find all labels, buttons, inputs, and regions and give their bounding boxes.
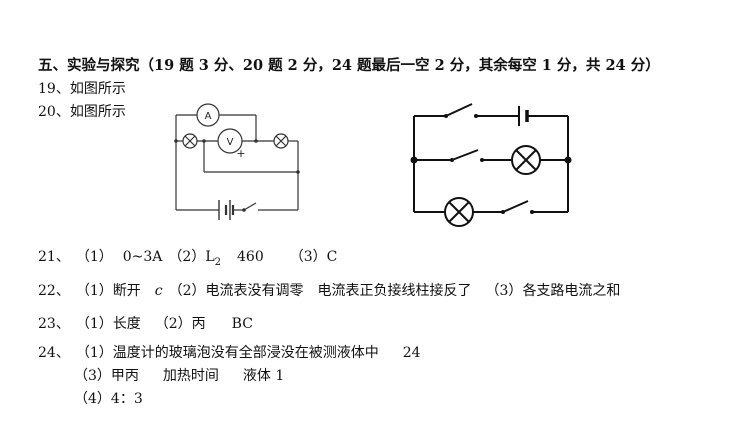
q23-answer1: 长度 (112, 316, 141, 332)
q23-part2-label: （2） (154, 316, 192, 332)
voltmeter-label: V (227, 137, 234, 148)
q21-answer1: 0~3A (122, 249, 163, 265)
q22-answer1b: c (154, 283, 163, 299)
q21-line: 21、 （1） 0~3A （2）L2 460 （3）C (38, 248, 337, 272)
q21-part1-label: （1） (75, 249, 113, 265)
lamp-l1-icon (182, 133, 198, 149)
q23-line: 23、 （1）长度 （2）丙 BC (38, 315, 253, 333)
q21-part2-label: （2） (168, 249, 206, 265)
q19-number: 19、 (38, 81, 70, 97)
ammeter-label: A (205, 111, 212, 122)
q24-part3-label: （3） (74, 368, 111, 384)
q24-answer1: 温度计的玻璃泡没有全部浸没在被测液体中 (112, 345, 379, 361)
q24-answer4: 4：3 (110, 391, 143, 407)
q19-text: 如图所示 (69, 81, 126, 97)
q20-line: 20、如图所示 (38, 103, 126, 121)
q19-line: 19、如图所示 (38, 80, 126, 98)
lamp-middle-icon (511, 145, 541, 175)
q21-answer3: C (326, 249, 338, 265)
q23-part1-label: （1） (75, 316, 113, 332)
q22-answer1: 断开 (112, 283, 141, 299)
q21-answer2-value: 460 (237, 249, 264, 265)
q20-number: 20、 (38, 104, 70, 120)
q24-answer3c: 液体 1 (242, 368, 285, 384)
q23-number: 23、 (38, 316, 70, 332)
ammeter-icon (196, 103, 220, 127)
q22-part2-label: （2） (168, 283, 206, 299)
q24-part1-label: （1） (75, 345, 113, 361)
q23-answer2b: BC (231, 316, 253, 332)
q21-answer2: L2 (205, 249, 221, 268)
q24-answer3b: 加热时间 (162, 368, 219, 384)
q24-number: 24、 (38, 345, 70, 361)
q24-line3: （4）4：3 (74, 390, 143, 408)
lamp-bottom-icon (444, 197, 474, 227)
plus-label: + (236, 147, 245, 160)
q22-answer3: 各支路电流之和 (522, 283, 621, 299)
lamp-l2-icon (273, 133, 289, 149)
voltmeter-icon (217, 128, 243, 154)
q22-part1-label: （1） (75, 283, 113, 299)
q22-answer2b: 电流表正负接线柱接反了 (317, 283, 472, 299)
q22-part3-label: （3） (485, 283, 523, 299)
q20-text: 如图所示 (69, 104, 126, 120)
q24-line1: 24、 （1）温度计的玻璃泡没有全部浸没在被测液体中 24 (38, 344, 421, 362)
q21-part3-label: （3） (289, 249, 327, 265)
q21-number: 21、 (38, 249, 70, 265)
section-heading: 五、实验与探究（19 题 3 分、20 题 2 分，24 题最后一空 2 分，其… (38, 57, 660, 74)
q22-answer2: 电流表没有调零 (205, 283, 304, 299)
q24-part4-label: （4） (74, 391, 111, 407)
q22-line: 22、 （1）断开 c （2）电流表没有调零电流表正负接线柱接反了 （3）各支路电流之和 (38, 282, 620, 300)
q24-answer3: 甲丙 (110, 368, 139, 384)
q22-number: 22、 (38, 283, 70, 299)
q24-line2: （3）甲丙 加热时间 液体 1 (74, 367, 284, 385)
q24-answer1b: 24 (402, 345, 421, 361)
q23-answer2: 丙 (191, 316, 206, 332)
